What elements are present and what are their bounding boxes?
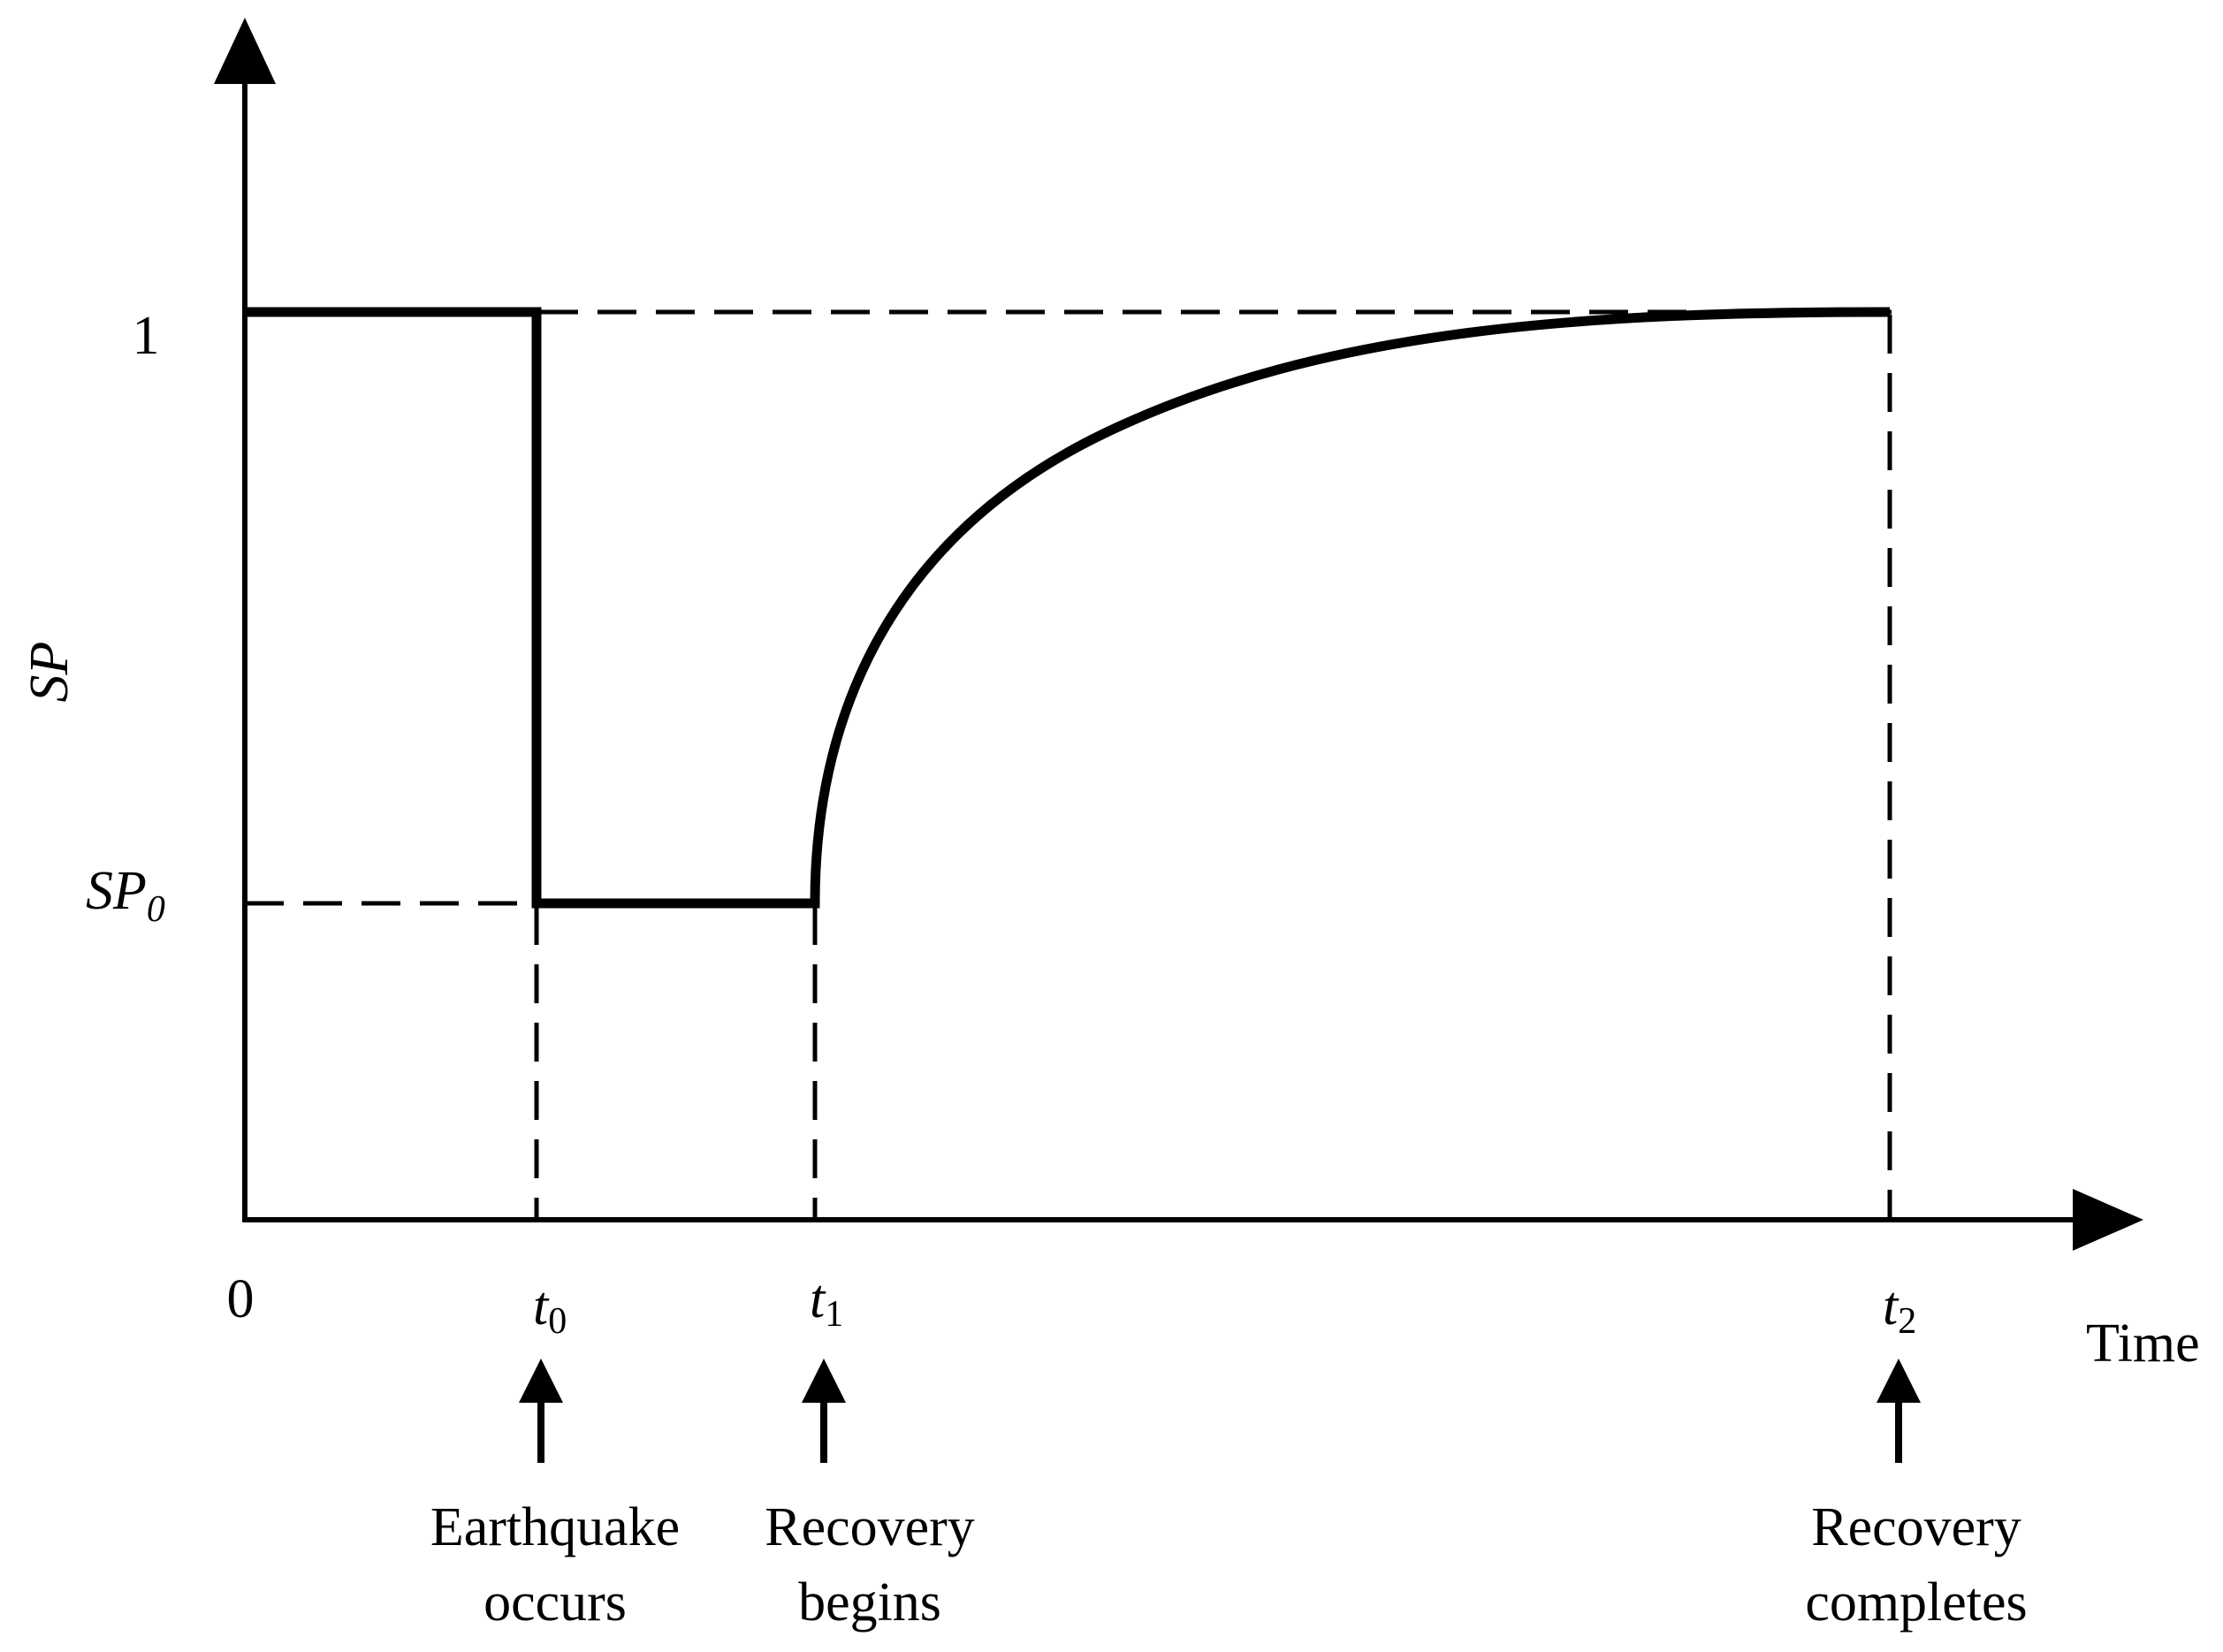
performance-curve — [245, 307, 1891, 909]
y-axis-arrowhead — [214, 18, 276, 84]
origin-label: 0 — [227, 1269, 255, 1329]
y-tick-sp0-main: SP — [86, 861, 147, 921]
event-caption-earthquake-line2: occurs — [483, 1572, 627, 1633]
x-axis-label: Time — [2086, 1313, 2200, 1374]
event-caption-recovery-begins-line2: begins — [798, 1572, 941, 1633]
time-tick-t2-main: t — [1883, 1276, 1899, 1336]
time-tick-t1-sub: 1 — [825, 1294, 843, 1335]
time-tick-t1-main: t — [810, 1269, 826, 1329]
y-tick-1: 1 — [133, 306, 160, 366]
x-axis-arrowhead — [2073, 1189, 2143, 1251]
y-tick-sp0-sub: 0 — [147, 889, 165, 930]
time-tick-t2-sub: 2 — [1898, 1301, 1916, 1342]
y-tick-sp0: SP0 — [86, 861, 165, 930]
event-arrow-t0-head — [519, 1359, 563, 1403]
time-tick-t0: t0 — [533, 1276, 567, 1342]
event-caption-recovery-completes-line1: Recovery — [1811, 1497, 2021, 1557]
event-arrow-t2-head — [1877, 1359, 1921, 1403]
y-axis-label: SP — [19, 642, 80, 703]
time-tick-t1: t1 — [810, 1269, 843, 1335]
time-tick-t0-sub: 0 — [548, 1301, 567, 1342]
event-arrow-t1-head — [802, 1359, 846, 1403]
event-caption-recovery-begins-line1: Recovery — [765, 1497, 975, 1557]
event-caption-earthquake-line1: Earthquake — [430, 1497, 680, 1557]
time-tick-t0-main: t — [533, 1276, 550, 1336]
event-caption-recovery-completes-line2: completes — [1805, 1572, 2027, 1633]
time-tick-t2: t2 — [1883, 1276, 1916, 1342]
